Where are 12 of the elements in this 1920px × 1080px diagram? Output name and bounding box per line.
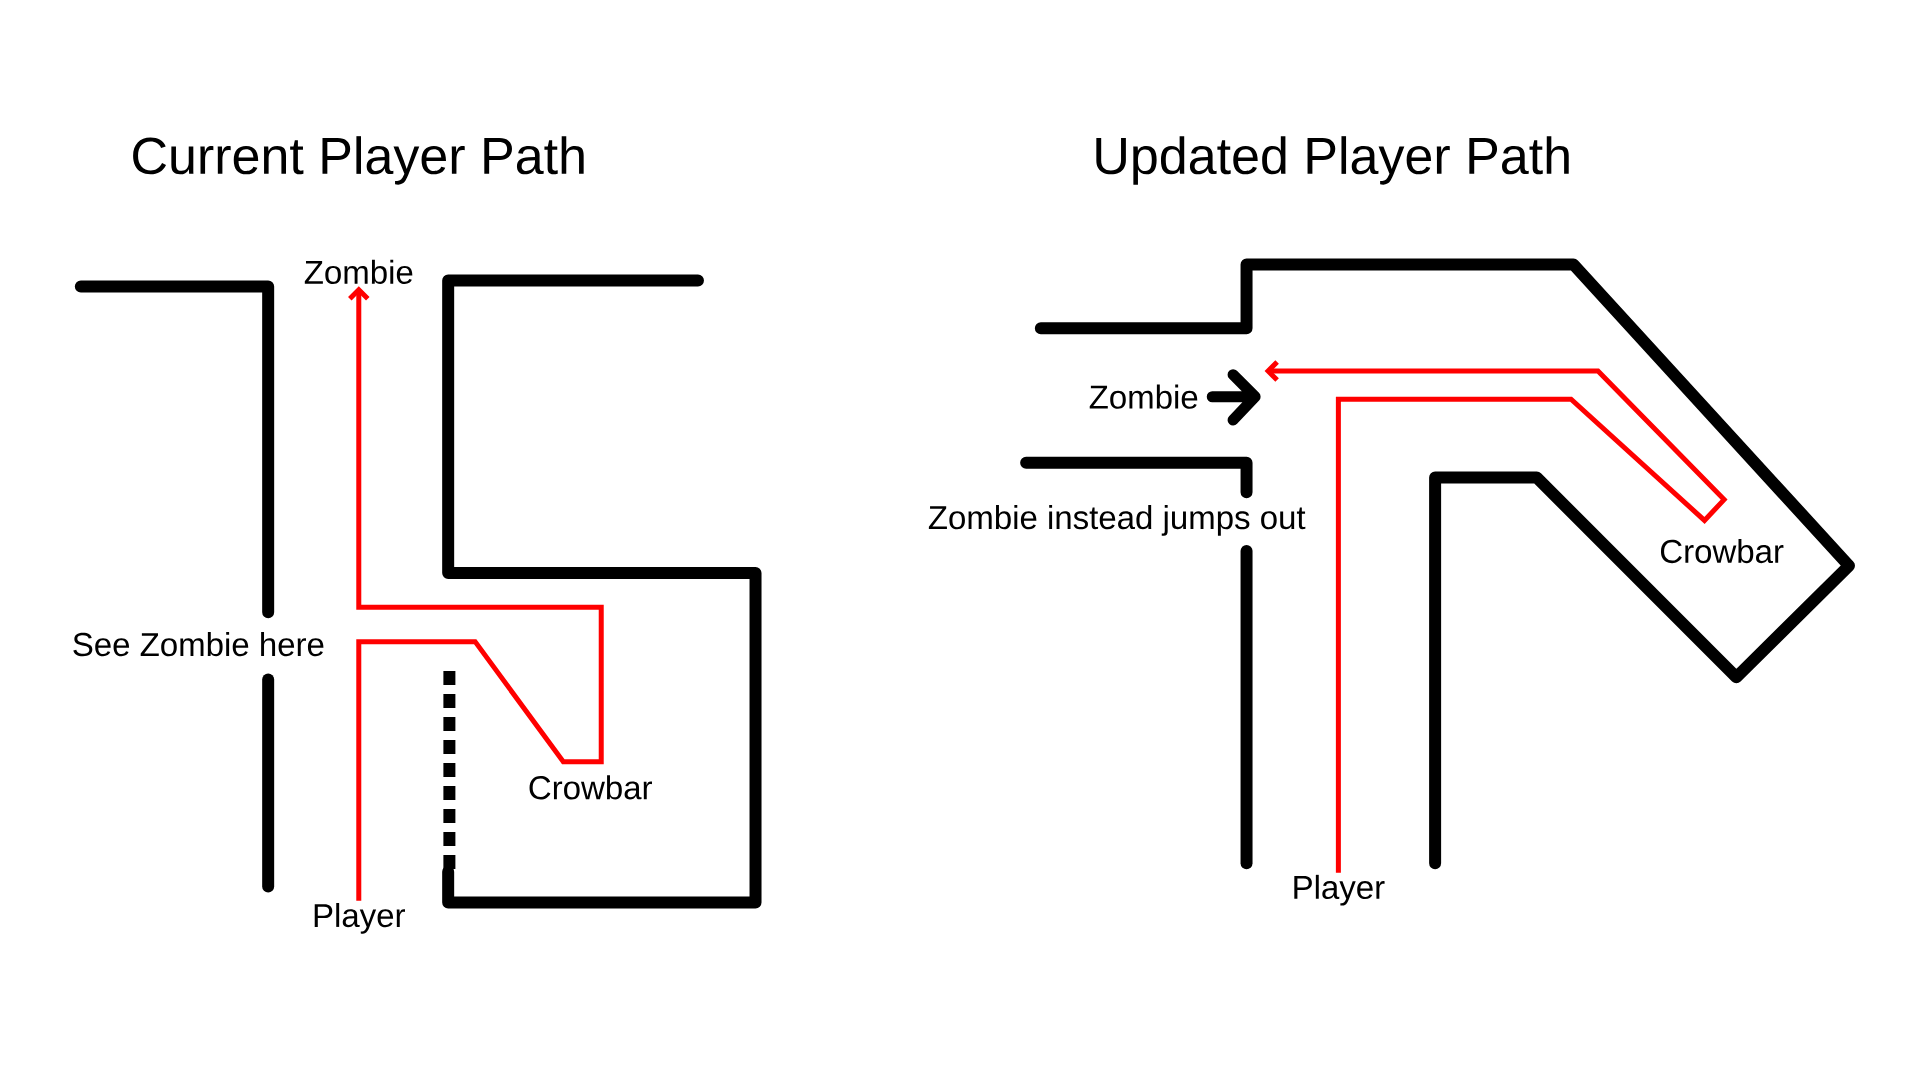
text-label: Crowbar (529, 775, 652, 800)
path-arrow (1264, 360, 1728, 873)
text-label: Zombie (304, 259, 413, 284)
panel-title: Current Player Path (133, 136, 584, 185)
text-label: Zombie (1089, 384, 1198, 409)
text-label: Zombie instead jumps out (928, 505, 1306, 536)
text-label: See Zombie here (73, 631, 324, 657)
panel-title: Updated Player Path (1096, 136, 1569, 185)
path-arrow (348, 286, 604, 901)
text-label: Player (1294, 874, 1385, 906)
text-label: Player (314, 903, 405, 934)
text-label: Crowbar (1661, 538, 1784, 564)
